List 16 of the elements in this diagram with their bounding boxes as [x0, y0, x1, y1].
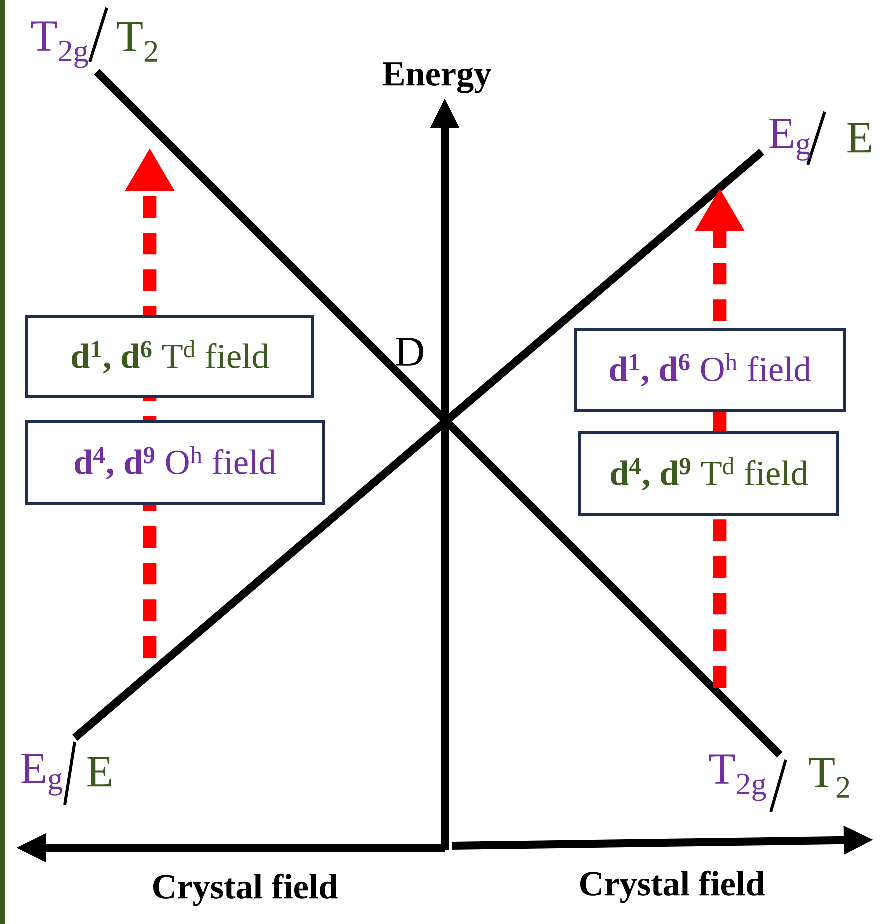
field-box: d$^{4}$, d$^{9}$ O$^{h}$ field [25, 420, 325, 506]
term-label: E [848, 123, 872, 153]
term-label: T$_{2g}$ [709, 754, 766, 802]
term-label: E$_{g}$ [770, 119, 810, 161]
term-label: T$_{2g}$ [31, 22, 88, 68]
axis-label: Crystal field [154, 874, 338, 906]
point-label: D [396, 338, 424, 366]
field-box: d$^{4}$, d$^{9}$ T$^{d}$ field [578, 432, 840, 516]
term-label: E$_{g}$ [22, 754, 62, 796]
term-label: T$_{2}$ [117, 22, 158, 62]
term-label: E [88, 757, 112, 787]
field-box: d$^{1}$, d$^{6}$ T$^{d}$ field [26, 316, 314, 398]
field-box: d$^{1}$, d$^{6}$ O$^{h}$ field [574, 328, 846, 412]
term-label: T$_{2}$ [809, 758, 850, 798]
axis-label: Crystal field [580, 870, 765, 904]
axis-label: Energy [382, 62, 492, 94]
